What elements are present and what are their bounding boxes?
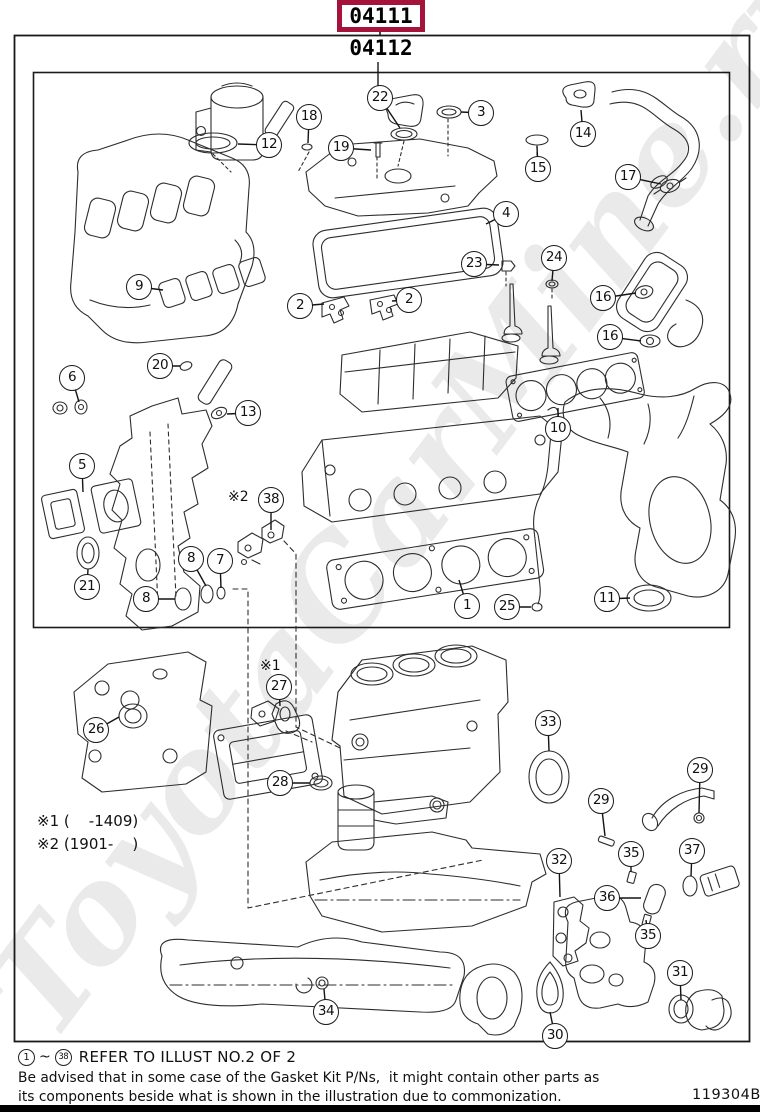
callout-28[interactable]: 28 [267, 770, 293, 796]
part-sketch-valve-cover-gasket [312, 207, 504, 299]
callout-17[interactable]: 17 [615, 164, 641, 190]
part-sketch-sensor [525, 81, 596, 146]
part-sketch-clamp-38 [237, 519, 285, 566]
callout-37[interactable]: 37 [679, 838, 705, 864]
callout-15[interactable]: 15 [525, 156, 551, 182]
callout-21[interactable]: 21 [74, 574, 100, 600]
part-sketch-egr-pipe [609, 88, 700, 232]
caution-line-1: Be advised that in some case of the Gask… [18, 1070, 600, 1086]
part-code-boxed[interactable]: 04111 [337, 0, 425, 32]
callout-11[interactable]: 11 [594, 586, 620, 612]
callout-32[interactable]: 32 [546, 848, 572, 874]
inner-border [32, 71, 731, 629]
callout-22[interactable]: 22 [367, 85, 393, 111]
footer-refer-line: 1 ~ 38 REFER TO ILLUST NO.2 OF 2 [18, 1048, 296, 1066]
part-code-boxed-label: 04111 [349, 4, 413, 28]
callout-18[interactable]: 18 [296, 104, 322, 130]
outer-border [13, 34, 751, 1043]
callout-34[interactable]: 34 [313, 999, 339, 1025]
refer-text: REFER TO ILLUST NO.2 OF 2 [78, 1048, 297, 1066]
callout-14[interactable]: 14 [570, 121, 596, 147]
part-code-sub[interactable]: 04112 [349, 36, 413, 60]
dashed-connectors [232, 540, 484, 909]
part-sketch-bearing-caps [321, 294, 399, 324]
part-sketch-rear-seal [528, 750, 570, 804]
callout-1[interactable]: 1 [454, 593, 480, 619]
part-sketch-intake-manifold [70, 133, 255, 344]
callout-5[interactable]: 5 [69, 453, 95, 479]
callout-24[interactable]: 24 [541, 245, 567, 271]
part-sketch-port-gaskets [158, 256, 266, 309]
part-sketch-exhaust-manifold [562, 382, 737, 612]
callout-2[interactable]: 2 [396, 287, 422, 313]
part-sketch-oil-pump [309, 775, 449, 851]
callout-35[interactable]: 35 [635, 923, 661, 949]
spec-label-2: ※2 [228, 489, 249, 505]
callout-6[interactable]: 6 [59, 365, 85, 391]
callout-2[interactable]: 2 [287, 293, 313, 319]
part-sketch-oil-pan [160, 937, 466, 1013]
callout-23[interactable]: 23 [461, 251, 487, 277]
callout-16[interactable]: 16 [597, 324, 623, 350]
watermark: ToyotaCarMine.ru [0, 0, 760, 1065]
callout-38[interactable]: 38 [258, 487, 284, 513]
part-sketch-left-seals [41, 359, 233, 570]
callout-29[interactable]: 29 [687, 757, 713, 783]
range-end-circle: 38 [54, 1048, 72, 1066]
callout-35[interactable]: 35 [618, 841, 644, 867]
part-sketch-timing-cover [109, 397, 213, 631]
callout-8[interactable]: 8 [133, 586, 159, 612]
part-sketch-bits-34 [295, 976, 329, 994]
part-sketch-bracket-27 [250, 700, 301, 734]
callout-13[interactable]: 13 [235, 400, 261, 426]
callout-29[interactable]: 29 [588, 788, 614, 814]
callout-27[interactable]: 27 [266, 674, 292, 700]
callout-36[interactable]: 36 [594, 885, 620, 911]
part-sketch-valves [501, 283, 561, 365]
part-sketch-pump-gasket [459, 961, 564, 1036]
callout-4[interactable]: 4 [493, 201, 519, 227]
part-sketch-engine-block [331, 644, 509, 815]
part-sketch-head-gasket [326, 528, 545, 610]
part-sketch-crankcase [305, 831, 547, 933]
callout-26[interactable]: 26 [83, 717, 109, 743]
spec-label-1: ※1 [260, 658, 281, 674]
diagram-line-art [41, 81, 740, 1036]
callout-3[interactable]: 3 [468, 100, 494, 126]
spec-note-2: ※2 (1901- ) [37, 835, 139, 853]
callout-7[interactable]: 7 [207, 548, 233, 574]
part-sketch-cylinder-head [301, 415, 563, 523]
svg-text:ToyotaCarMine.ru: ToyotaCarMine.ru [0, 0, 760, 1065]
part-sketch-water-pump [564, 894, 656, 1009]
part-sketch-tensioner-gasket [552, 896, 590, 967]
page-borders [0, 30, 760, 1112]
callout-30[interactable]: 30 [542, 1023, 568, 1049]
callout-8[interactable]: 8 [178, 546, 204, 572]
doc-number: 119304B [692, 1087, 760, 1103]
callout-20[interactable]: 20 [147, 353, 173, 379]
caution-line-2: its components beside what is shown in t… [18, 1089, 562, 1105]
range-start-circle: 1 [18, 1048, 35, 1066]
spec-note-1: ※1 ( -1409) [37, 812, 139, 830]
callout-25[interactable]: 25 [494, 594, 520, 620]
callout-31[interactable]: 31 [667, 960, 693, 986]
callout-12[interactable]: 12 [256, 132, 282, 158]
callout-16[interactable]: 16 [590, 285, 616, 311]
callout-19[interactable]: 19 [328, 135, 354, 161]
range-tilde: ~ [39, 1049, 51, 1065]
callout-33[interactable]: 33 [535, 710, 561, 736]
part-sketch-thermostat-bits [626, 865, 740, 1031]
callout-10[interactable]: 10 [545, 416, 571, 442]
part-sketch-oil-pipe [597, 787, 715, 847]
bottom-edge-bar [0, 1105, 760, 1112]
part-sketch-plug-items [188, 94, 462, 158]
callout-9[interactable]: 9 [126, 274, 152, 300]
